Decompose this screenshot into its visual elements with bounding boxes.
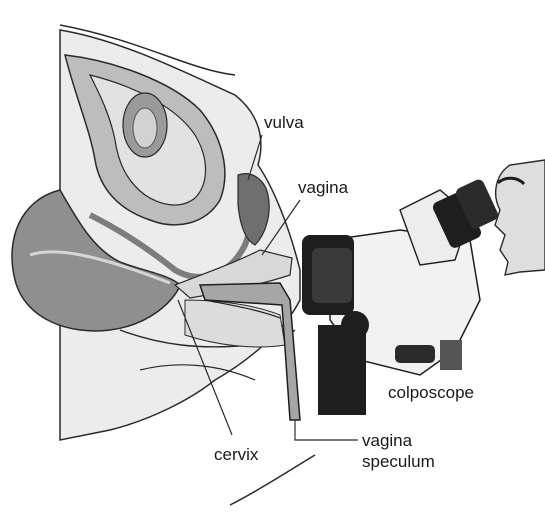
label-speculum-line1: vagina <box>362 431 413 450</box>
label-vulva: vulva <box>264 113 304 132</box>
colposcope-stand <box>318 325 366 415</box>
label-speculum-line2: speculum <box>362 452 435 471</box>
colposcope-instrument <box>302 178 500 415</box>
colposcope-joint <box>395 345 435 363</box>
label-vagina: vagina <box>298 178 349 197</box>
colposcope-lamp-face <box>312 248 352 303</box>
observer-face <box>495 160 545 275</box>
fetal-shape-inner <box>133 108 157 148</box>
speculum-leader <box>295 420 358 440</box>
colposcope-knob <box>341 311 369 339</box>
label-colposcope: colposcope <box>388 383 474 402</box>
label-cervix: cervix <box>214 445 259 464</box>
colposcope-foot <box>440 340 462 370</box>
